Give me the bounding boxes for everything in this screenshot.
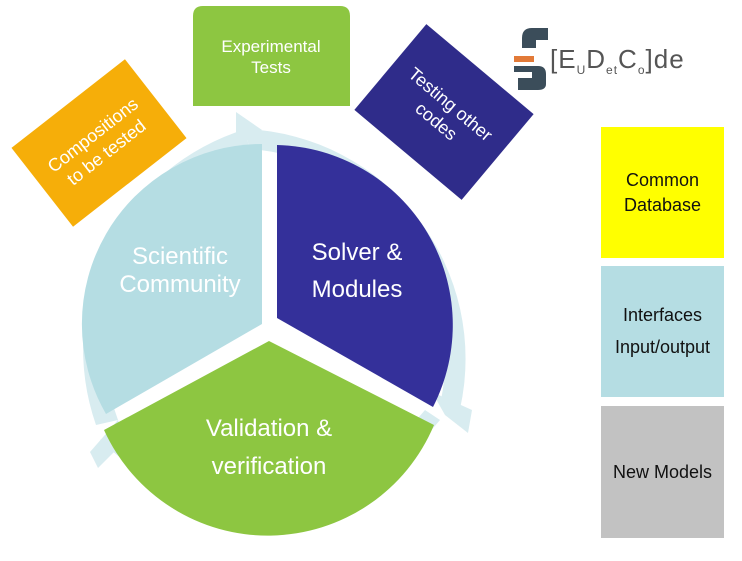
ring-arrowhead-right: [432, 392, 472, 433]
logo-s-mark: [514, 28, 548, 90]
box-testing-other-codes: Testing other codes: [354, 24, 534, 200]
segment-solver-modules: [277, 145, 453, 407]
legend-common-database: Common Database: [601, 127, 724, 258]
legend-interfaces-line1: Interfaces: [622, 305, 703, 325]
box-experimental-line1: Experimental: [221, 37, 320, 56]
logo-bracket-open: [: [550, 44, 559, 74]
legend-common-database-line1: Common: [625, 170, 700, 191]
segment-scientific-community: [81, 143, 262, 415]
segment-label-solver-1: Solver &: [312, 239, 403, 266]
segment-label-solver-2: Modules: [312, 276, 403, 303]
box-compositions: Compositions to be tested: [11, 59, 187, 227]
eudetcode-logo: [EUDetCo]de: [512, 24, 727, 94]
legend-new-models-label: New Models: [612, 461, 713, 482]
box-experimental-tests: Experimental Tests: [193, 6, 350, 106]
logo-o: o: [637, 63, 646, 78]
logo-e: E: [558, 44, 577, 74]
segment-label-validation-1: Validation &: [206, 415, 332, 442]
box-experimental-line2: Tests: [251, 58, 291, 77]
logo-de: de: [653, 44, 685, 74]
segment-label-scientific-2: Community: [119, 271, 240, 298]
legend-interfaces: Interfaces Input/output: [601, 266, 724, 397]
ring-arrowhead-top: [236, 112, 262, 148]
logo-d: D: [586, 44, 607, 74]
logo-bracket-close: ]: [645, 44, 654, 74]
logo-wordmark: [EUDetCo]de: [550, 44, 685, 77]
segment-label-scientific-1: Scientific: [132, 243, 228, 270]
segment-label-validation-2: verification: [212, 453, 327, 480]
legend-new-models: New Models: [601, 406, 724, 538]
logo-et: et: [606, 63, 619, 78]
legend-interfaces-line2: Input/output: [614, 336, 711, 357]
legend-common-database-line2: Database: [623, 194, 702, 215]
segment-validation: [104, 341, 434, 536]
logo-u: U: [576, 63, 587, 78]
logo-c: C: [618, 44, 638, 74]
